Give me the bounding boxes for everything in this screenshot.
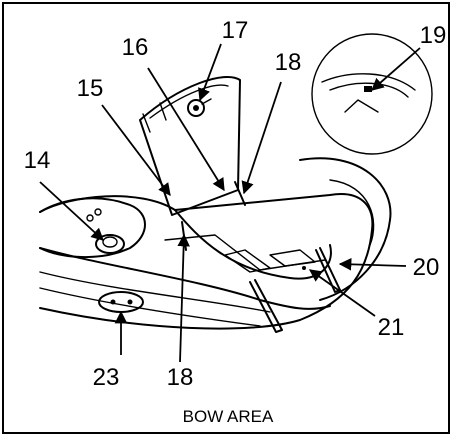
callout-18-bottom: 18 [167, 364, 194, 391]
latch-icon [187, 98, 212, 117]
callout-20: 20 [413, 254, 440, 281]
hull-outline [39, 157, 392, 330]
deck-fitting-icon [86, 208, 125, 254]
callout-17: 17 [222, 17, 249, 44]
leader-lines [39, 43, 421, 363]
callout-18-top: 18 [275, 49, 302, 76]
callout-16: 16 [122, 34, 149, 61]
callout-15: 15 [77, 75, 104, 102]
callout-23: 23 [93, 364, 120, 391]
bow-handle [249, 247, 341, 333]
hinge-straps [181, 181, 246, 251]
storage-lid [139, 75, 241, 216]
detail-inset [311, 33, 433, 155]
callout-21: 21 [378, 314, 405, 341]
callout-19: 19 [420, 22, 447, 49]
callout-14: 14 [24, 147, 51, 174]
figure-caption: BOW AREA [183, 407, 274, 426]
